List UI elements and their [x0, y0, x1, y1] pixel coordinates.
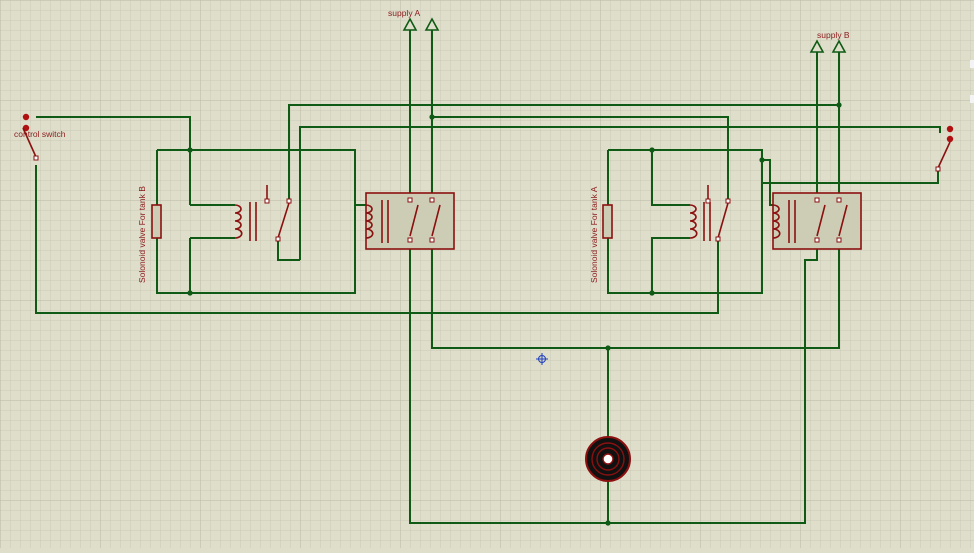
- relay-pin: [264, 198, 270, 204]
- supply-b-label: supply B: [817, 30, 850, 40]
- relay-switch-blade: [277, 202, 290, 239]
- solenoid-valve-a[interactable]: Solonoid valve For tank A: [589, 186, 613, 283]
- relay-switch-blade: [838, 204, 848, 237]
- solenoid-valve-b[interactable]: Solonoid valve For tank B: [137, 186, 162, 283]
- control-switch[interactable]: control switch: [14, 113, 66, 161]
- relay-pin: [705, 198, 711, 204]
- relay-pin: [407, 197, 413, 203]
- wire-a-to-relay: [762, 159, 773, 206]
- relay-pin: [429, 237, 435, 243]
- relay-switch-blade: [409, 204, 419, 237]
- junction: [649, 290, 655, 296]
- solenoid-valve-icon: [151, 204, 162, 239]
- wire-mid-loop: [431, 240, 840, 349]
- wire-b-contact: [277, 240, 300, 261]
- solenoid-valve-icon: [602, 204, 613, 239]
- supply-a-terminal[interactable]: supply A: [388, 8, 440, 31]
- relay-coil-icon: [365, 204, 374, 239]
- wires: [35, 25, 941, 524]
- scrollbar-stub[interactable]: [970, 60, 974, 68]
- junction: [605, 345, 611, 351]
- relay-pin: [407, 237, 413, 243]
- wire-bottom-loop: [409, 240, 818, 524]
- junction: [187, 290, 193, 296]
- supply-terminal-icon: [424, 17, 440, 31]
- relay-b-open[interactable]: [234, 185, 292, 242]
- motor-ring: [596, 447, 620, 471]
- relay-pin: [429, 197, 435, 203]
- motor-shaft: [602, 453, 614, 465]
- relay-switch-blade: [717, 202, 729, 239]
- relay-pin: [814, 237, 820, 243]
- wire-control-switch-return: [35, 165, 719, 314]
- junction: [187, 147, 193, 153]
- wire-block-b-frame: [156, 149, 356, 294]
- relay-pin: [836, 237, 842, 243]
- relay-a-open[interactable]: [689, 185, 731, 242]
- right-switch[interactable]: [935, 125, 954, 172]
- wire-control-switch-top: [36, 116, 191, 150]
- relay-pin: [275, 236, 281, 242]
- relay-pin: [286, 198, 292, 204]
- relay-switch-blade: [431, 204, 441, 237]
- switch-lever: [22, 127, 37, 158]
- control-switch-label: control switch: [14, 129, 66, 139]
- supply-a-label: supply A: [388, 8, 420, 18]
- relay-pin: [715, 236, 721, 242]
- relay-coil-icon: [234, 204, 243, 239]
- supply-terminal-icon: [809, 39, 825, 53]
- supply-b-terminal[interactable]: supply B: [809, 30, 850, 53]
- valve-a-label: Solonoid valve For tank A: [589, 186, 599, 283]
- switch-pin: [33, 155, 39, 161]
- junction: [605, 520, 611, 526]
- relay-pin: [836, 197, 842, 203]
- junction: [759, 157, 765, 163]
- junction: [836, 102, 842, 108]
- relay-coil-icon: [689, 204, 698, 239]
- wire-bus-top-1: [288, 104, 839, 200]
- relay-a-boxed[interactable]: [772, 192, 862, 250]
- switch-pin: [935, 166, 941, 172]
- relay-switch-blade: [816, 204, 826, 237]
- motor[interactable]: [585, 436, 631, 482]
- wire-bus-top-2: [299, 126, 941, 260]
- switch-lever: [937, 141, 951, 169]
- junction: [649, 147, 655, 153]
- motor-ring: [591, 442, 625, 476]
- supply-terminal-icon: [831, 39, 847, 53]
- relay-coil-icon: [772, 204, 781, 239]
- wire-coil-a-bottom: [651, 237, 690, 293]
- junctions: [187, 102, 842, 526]
- relay-b-boxed[interactable]: [365, 192, 455, 250]
- crosshair-cursor-icon: [536, 353, 548, 365]
- supply-terminal-icon: [402, 17, 418, 31]
- relay-pin: [814, 197, 820, 203]
- relay-pin: [725, 198, 731, 204]
- toggle-switch-icon: [946, 135, 954, 143]
- wire-coil-a-top: [651, 150, 690, 206]
- wire-bus-top-3: [432, 116, 729, 200]
- toggle-switch-icon: [946, 125, 954, 133]
- junction: [429, 114, 435, 120]
- valve-b-label: Solonoid valve For tank B: [137, 186, 147, 283]
- toggle-switch-icon: [22, 113, 30, 121]
- scrollbar-stub[interactable]: [970, 95, 974, 103]
